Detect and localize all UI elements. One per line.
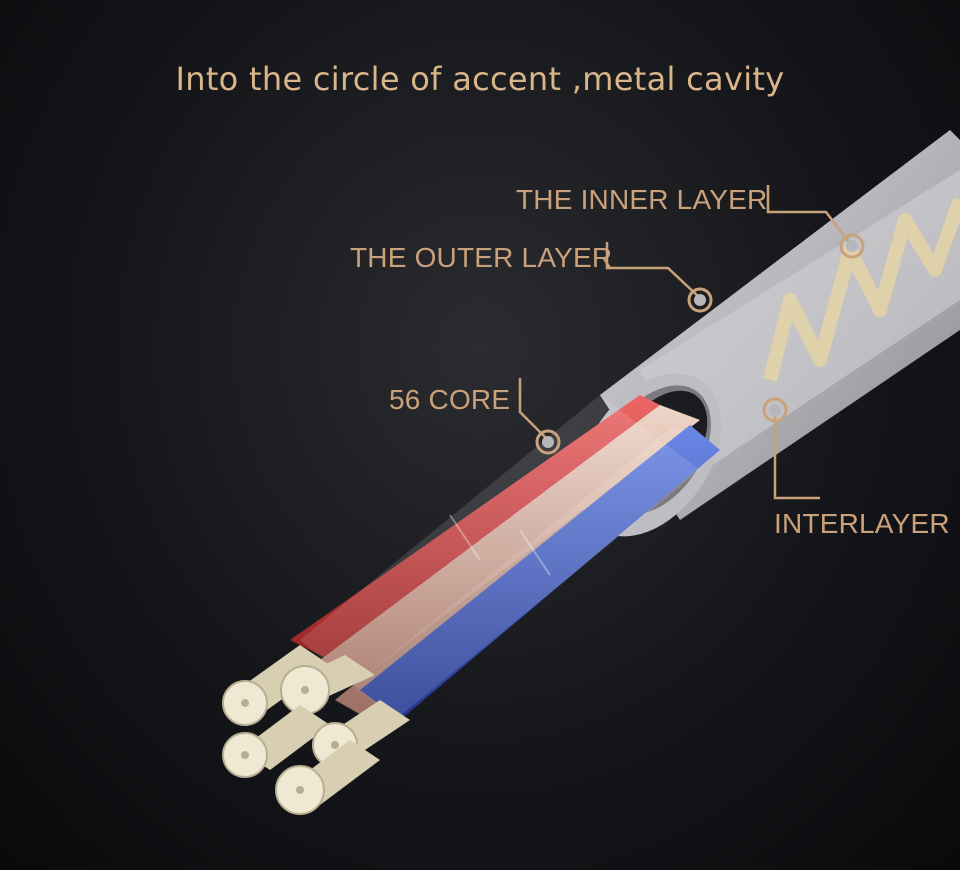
conductor-end — [222, 645, 330, 726]
marker-dots — [535, 233, 865, 455]
outer-layer-marker — [687, 287, 713, 313]
inner-braid — [763, 197, 960, 382]
conductor-ends — [222, 645, 410, 815]
conductor-end — [280, 655, 375, 715]
inner-layer-label: THE INNER LAYER — [516, 184, 768, 215]
core-leader — [518, 378, 549, 441]
inner-layer-leader — [766, 185, 853, 247]
interlayer-label: INTERLAYER — [774, 508, 950, 539]
red-wire — [290, 395, 670, 660]
page-title: Into the circle of accent ,metal cavity — [175, 60, 785, 98]
copper-wire-upper — [320, 405, 700, 680]
conductor-end — [222, 705, 330, 778]
core-marker — [535, 429, 561, 455]
outer-layer-leader — [605, 242, 701, 299]
interlayer-leader — [773, 412, 820, 500]
outer-layer-label: THE OUTER LAYER — [350, 242, 613, 273]
inner-layer-marker — [839, 233, 865, 259]
blue-wire — [360, 425, 720, 720]
core-label: 56 CORE — [389, 384, 511, 415]
interlayer-marker — [762, 397, 788, 423]
conductor-end — [275, 740, 380, 815]
leader-lines — [518, 185, 853, 500]
wire-bundle — [290, 395, 720, 720]
